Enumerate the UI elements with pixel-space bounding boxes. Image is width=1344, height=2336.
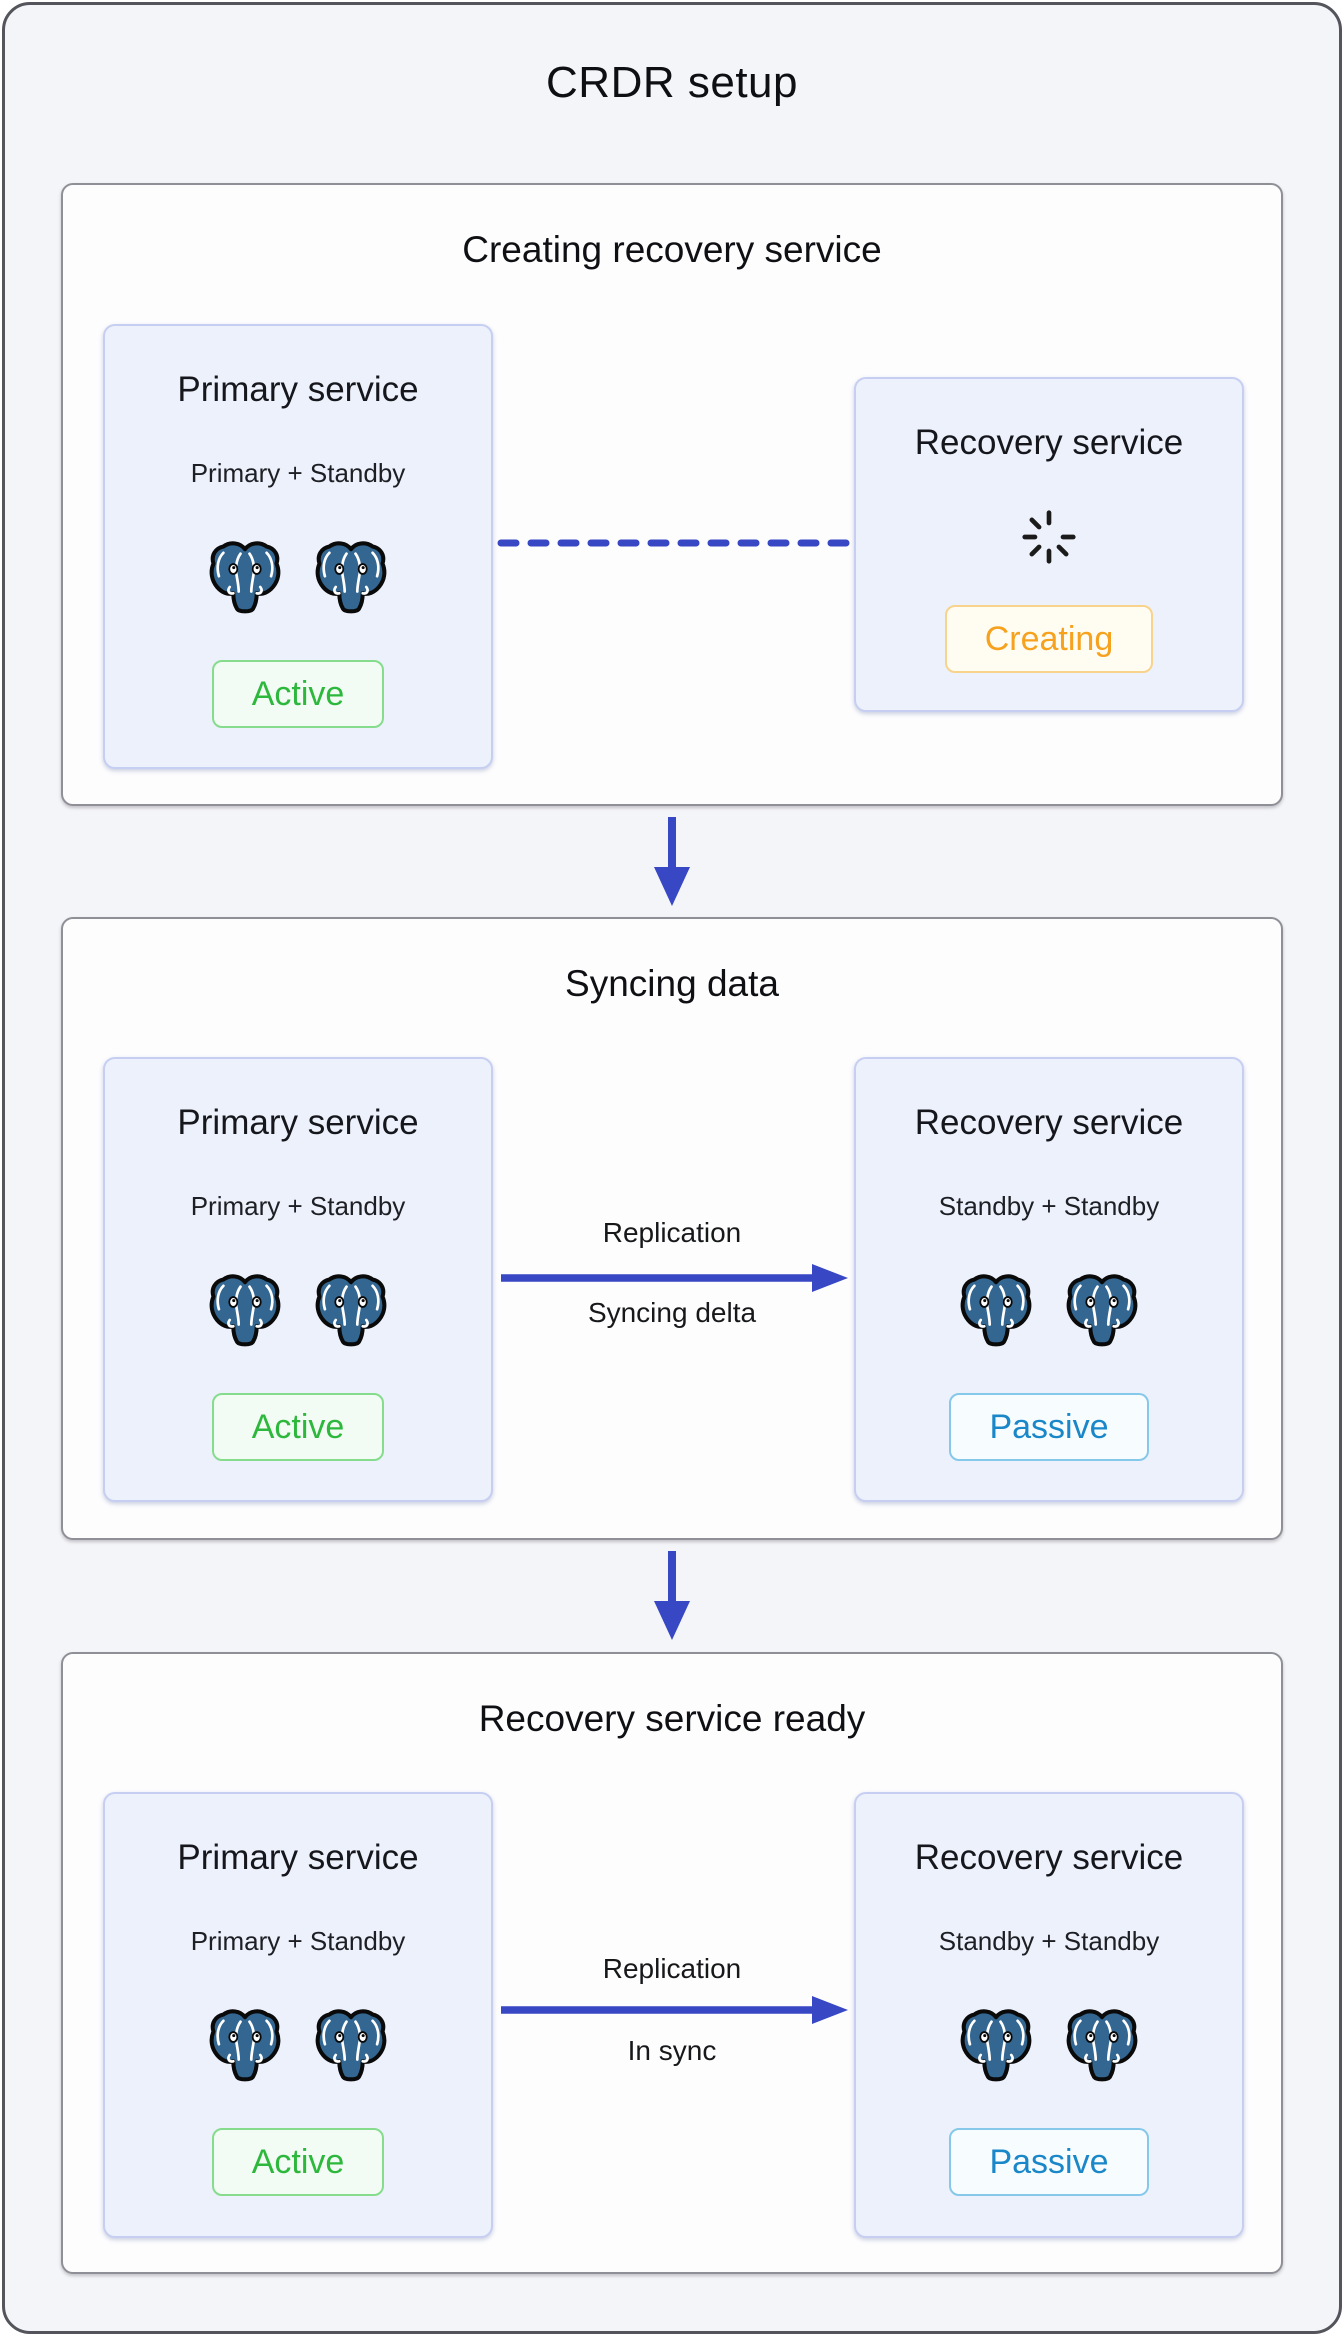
recovery-service-card: Recovery service Standby + Standby Passi…	[854, 1792, 1244, 2238]
postgresql-elephant-icon	[1066, 2008, 1138, 2084]
service-topology: Primary + Standby	[190, 1191, 406, 1221]
database-nodes	[960, 1273, 1138, 1349]
sync-state-label: In sync	[627, 2035, 717, 2066]
service-title: Recovery service	[914, 1838, 1184, 1877]
stage-recovery-service-ready: Recovery service ready Primary service P…	[61, 1652, 1283, 2274]
service-title: Primary service	[177, 1838, 419, 1877]
primary-service-card: Primary service Primary + Standby Active	[103, 1792, 493, 2238]
status-badge-active: Active	[211, 2128, 385, 2196]
primary-service-card: Primary service Primary + Standby Active	[103, 324, 493, 769]
status-badge-passive: Passive	[949, 2128, 1149, 2196]
page-title: CRDR setup	[546, 58, 798, 107]
service-title: Recovery service	[914, 423, 1184, 462]
service-topology: Standby + Standby	[938, 1191, 1160, 1221]
replication-arrow	[501, 1996, 848, 2024]
primary-service-card: Primary service Primary + Standby Active	[103, 1057, 493, 1502]
postgresql-elephant-icon	[1066, 1273, 1138, 1349]
recovery-service-card: Recovery service Creating	[854, 377, 1244, 712]
stage-creating-recovery-service: Creating recovery service Primary servic…	[61, 183, 1283, 806]
status-badge-active: Active	[211, 1393, 385, 1461]
status-badge-active: Active	[211, 660, 385, 728]
postgresql-elephant-icon	[209, 1273, 281, 1349]
down-arrow	[654, 1551, 690, 1640]
postgresql-elephant-icon	[209, 540, 281, 616]
stage-title: Creating recovery service	[462, 229, 882, 270]
recovery-service-card: Recovery service Standby + Standby Passi…	[854, 1057, 1244, 1502]
status-badge-creating: Creating	[944, 605, 1154, 673]
service-title: Recovery service	[914, 1103, 1184, 1142]
service-topology: Standby + Standby	[938, 1926, 1160, 1956]
replication-label: Replication	[602, 1217, 742, 1248]
loading-spinner-icon	[1022, 510, 1076, 564]
service-topology: Primary + Standby	[190, 1926, 406, 1956]
service-title: Primary service	[177, 1103, 419, 1142]
stage-title: Syncing data	[565, 963, 779, 1004]
postgresql-elephant-icon	[315, 2008, 387, 2084]
database-nodes	[209, 2008, 387, 2084]
database-nodes	[960, 2008, 1138, 2084]
service-topology: Primary + Standby	[190, 458, 406, 488]
status-badge-passive: Passive	[949, 1393, 1149, 1461]
postgresql-elephant-icon	[960, 2008, 1032, 2084]
database-nodes	[209, 540, 387, 616]
dashed-connection-line	[497, 539, 852, 547]
sync-state-label: Syncing delta	[587, 1297, 757, 1328]
database-nodes	[209, 1273, 387, 1349]
replication-label: Replication	[602, 1953, 742, 1984]
stage-syncing-data: Syncing data Primary service Primary + S…	[61, 917, 1283, 1540]
postgresql-elephant-icon	[960, 1273, 1032, 1349]
service-title: Primary service	[177, 370, 419, 409]
replication-arrow	[501, 1264, 848, 1292]
stage-title: Recovery service ready	[478, 1698, 866, 1739]
postgresql-elephant-icon	[315, 1273, 387, 1349]
postgresql-elephant-icon	[315, 540, 387, 616]
down-arrow	[654, 817, 690, 906]
postgresql-elephant-icon	[209, 2008, 281, 2084]
